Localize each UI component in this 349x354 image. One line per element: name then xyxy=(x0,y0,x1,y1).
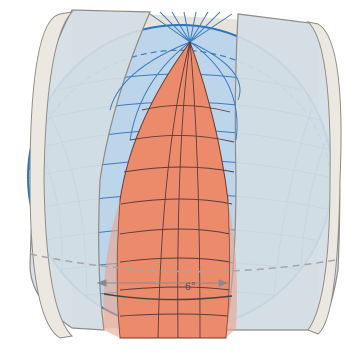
cylinder-right-band xyxy=(226,14,340,330)
angle-label: 6° xyxy=(185,281,196,293)
